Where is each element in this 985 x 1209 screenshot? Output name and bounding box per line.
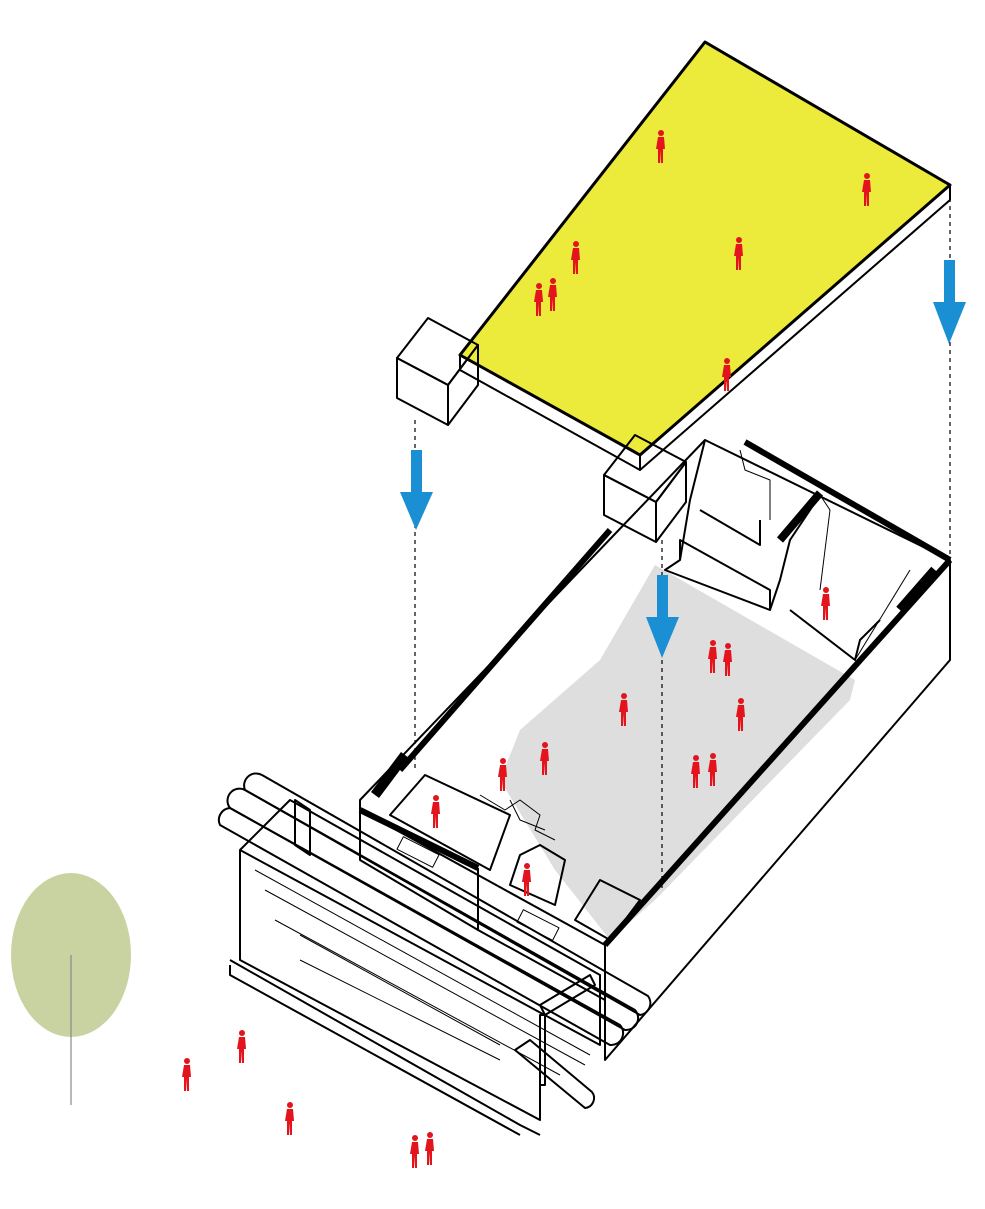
down-arrow-icon (400, 450, 433, 530)
roof-cube-left (396, 317, 479, 426)
tree-icon (11, 873, 131, 1105)
room-2 (509, 844, 566, 906)
person-figure-icon (410, 1135, 419, 1168)
person-figure-icon (425, 1132, 434, 1165)
down-arrow-icon (933, 260, 966, 344)
down-arrow-icon (646, 575, 679, 658)
person-figure-icon (431, 795, 440, 828)
pipes (217, 772, 652, 1109)
person-figure-icon (821, 587, 830, 620)
street-canopy (217, 772, 652, 1136)
room-3 (574, 879, 641, 941)
arrows (400, 260, 966, 658)
roof-cube-right (603, 434, 687, 543)
person-figure-icon (182, 1058, 191, 1091)
building-base (358, 439, 953, 1061)
person-figure-icon (237, 1030, 246, 1063)
roof-slab (396, 40, 952, 543)
gallery-floor (500, 565, 855, 940)
room-1 (389, 774, 511, 871)
person-figure-icon (285, 1102, 294, 1135)
